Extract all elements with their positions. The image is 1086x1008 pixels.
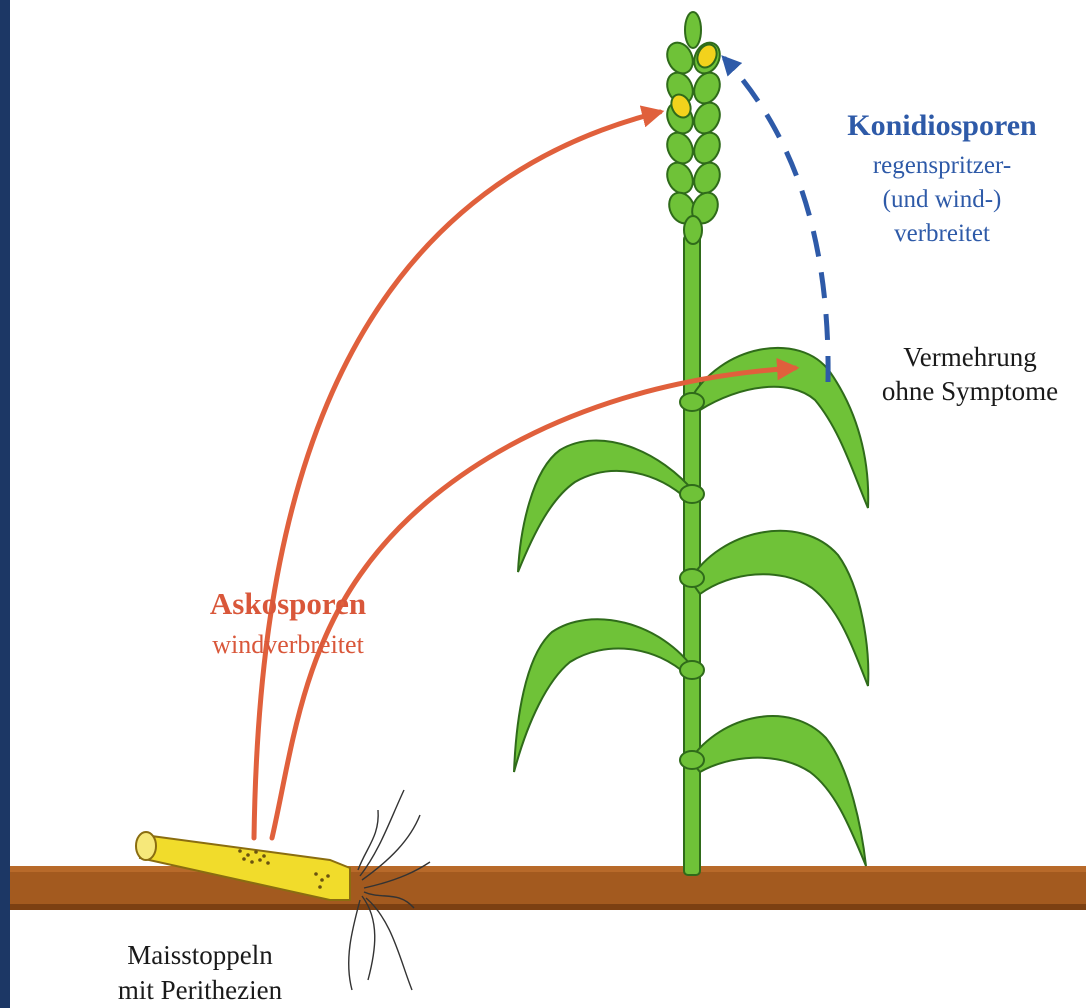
maisstoppeln-line2: mit Perithezien xyxy=(118,975,283,1005)
maisstoppeln-line1: Maisstoppeln xyxy=(127,940,273,970)
plant-leaf xyxy=(690,716,866,866)
plant-node xyxy=(680,485,704,503)
plant-leaf xyxy=(518,441,696,572)
vermehrung-line2: ohne Symptome xyxy=(882,376,1058,406)
ascospore-arrow-to-ear xyxy=(254,112,660,838)
conidiospore-arrow xyxy=(724,58,828,382)
plant-node xyxy=(680,661,704,679)
left-frame-border xyxy=(0,0,10,1008)
plant-leaf xyxy=(690,531,868,686)
konidiosporen-line3: verbreitet xyxy=(894,220,990,247)
konidiosporen-title: Konidiosporen xyxy=(847,109,1037,142)
wheat-ear xyxy=(662,12,724,244)
soil-band xyxy=(10,866,1086,910)
plant-leaf xyxy=(514,619,696,772)
konidiosporen-line2: (und wind-) xyxy=(883,186,1002,213)
plant-stem xyxy=(684,235,700,875)
wheat-plant-icon xyxy=(514,12,868,875)
konidiosporen-line1: regenspritzer- xyxy=(873,152,1011,179)
plant-node xyxy=(680,569,704,587)
plant-node xyxy=(680,751,704,769)
askosporen-subtitle: windverbreitet xyxy=(212,630,364,659)
plant-leaf xyxy=(690,348,868,508)
plant-node xyxy=(680,393,704,411)
askosporen-title: Askosporen xyxy=(210,586,366,621)
vermehrung-line1: Vermehrung xyxy=(903,342,1036,372)
